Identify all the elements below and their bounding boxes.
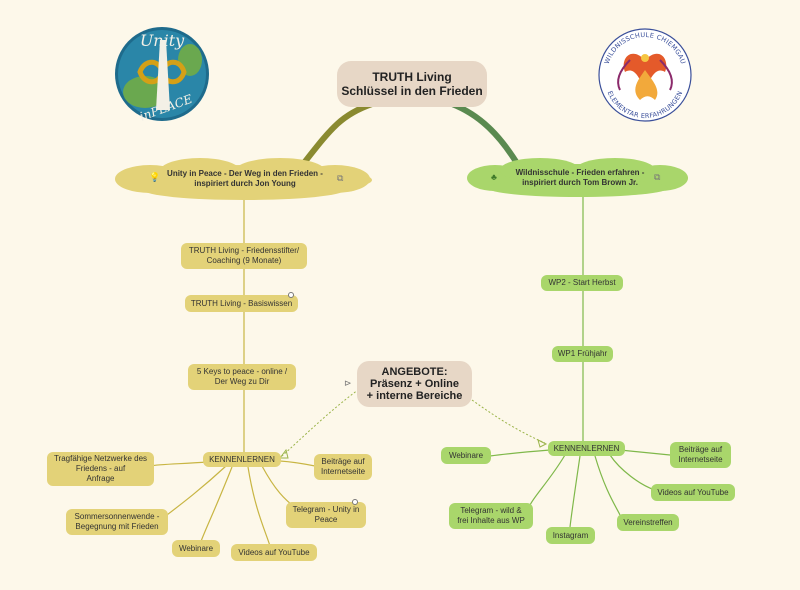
wild-item-telegram[interactable]: Telegram - wild & frei Inhalte aus WP: [449, 503, 533, 529]
wild-item-youtube[interactable]: Videos auf YouTube: [651, 484, 735, 501]
unity-item-webinare[interactable]: Webinare: [172, 540, 220, 557]
node-label: KENNENLERNEN: [553, 443, 620, 453]
branch-left: [297, 101, 373, 170]
node-label: Beiträge auf: [321, 457, 365, 466]
node-label: Vereinstreffen: [623, 517, 673, 527]
node-label: 5 Keys to peace - online /: [196, 367, 288, 376]
node-label: TRUTH Living - Friedensstifter/: [188, 246, 300, 255]
svg-text:Unity: Unity: [140, 31, 185, 50]
node-label: Internetseite: [678, 455, 723, 464]
unity-item-youtube[interactable]: Videos auf YouTube: [231, 544, 317, 561]
unity-item-beitraege[interactable]: Beiträge auf Internetseite: [314, 454, 372, 480]
branch-right: [450, 101, 523, 170]
wild-title-line2: inspiriert durch Tom Brown Jr.: [522, 178, 638, 187]
node-label: Internetseite: [320, 467, 366, 476]
unity-branch-node[interactable]: Unity in Peace - Der Weg in den Frieden …: [140, 166, 350, 192]
wild-child-wp1[interactable]: WP1 Frühjahr: [552, 346, 613, 362]
node-label: Anfrage: [86, 474, 115, 483]
node-label: Tragfähige Netzwerke des: [53, 454, 148, 463]
note-pin-icon: [352, 499, 358, 505]
unity-title-line2: inspiriert durch Jon Young: [194, 179, 296, 188]
center-title-line1: TRUTH Living: [372, 70, 452, 84]
center-node[interactable]: TRUTH Living Schlüssel in den Frieden: [337, 61, 487, 107]
external-link-icon[interactable]: ⧉: [654, 172, 661, 182]
node-label: Videos auf YouTube: [657, 487, 729, 497]
unity-kennenlernen[interactable]: KENNENLERNEN: [203, 452, 281, 467]
node-label: TRUTH Living - Basiswissen: [190, 298, 293, 308]
node-label: WP1 Frühjahr: [557, 349, 608, 358]
wild-item-beitraege[interactable]: Beiträge auf Internetseite: [670, 442, 731, 468]
node-label: KENNENLERNEN: [209, 454, 275, 464]
node-label: Telegram - wild &: [460, 506, 522, 515]
play-icon: ⊳: [344, 378, 352, 388]
node-label: Webinare: [178, 543, 214, 553]
wild-kennenlernen[interactable]: KENNENLERNEN: [548, 441, 625, 456]
wild-child-wp2[interactable]: WP2 - Start Herbst: [541, 275, 623, 291]
wild-branch-node[interactable]: Wildnisschule - Frieden erfahren - inspi…: [500, 165, 660, 191]
unity-child-basiswissen[interactable]: TRUTH Living - Basiswissen: [185, 295, 298, 312]
unity-item-telegram[interactable]: Telegram - Unity in Peace: [286, 502, 366, 528]
node-label: ANGEBOTE:: [381, 366, 448, 378]
node-label: + interne Bereiche: [366, 390, 463, 402]
note-pin-icon: [288, 292, 294, 298]
unity-child-friedensstifter[interactable]: TRUTH Living - Friedensstifter/ Coaching…: [181, 243, 307, 269]
node-label: Sommersonnenwende -: [74, 512, 160, 521]
lightbulb-icon: 💡: [149, 172, 161, 182]
node-label: WP2 - Start Herbst: [548, 278, 616, 287]
node-label: Peace: [314, 515, 338, 524]
node-label: Coaching (9 Monate): [206, 256, 282, 265]
unity-item-sommersonnenwende[interactable]: Sommersonnenwende - Begegnung mit Friede…: [66, 509, 168, 535]
node-label: Beiträge auf: [678, 445, 723, 454]
wild-item-instagram[interactable]: Instagram: [546, 527, 595, 544]
node-label: Webinare: [448, 450, 484, 460]
wild-title-line1: Wildnisschule - Frieden erfahren -: [515, 168, 645, 177]
logo-text-unity: Unity: [140, 31, 185, 50]
unity-in-peace-logo: Unity inPEACE: [115, 27, 209, 124]
external-link-icon[interactable]: ⧉: [337, 173, 344, 183]
unity-title-line1: Unity in Peace - Der Weg in den Frieden …: [167, 169, 323, 178]
tree-icon: ♣: [491, 172, 497, 182]
wildnisschule-logo: WILDNISSCHULE CHIEMGAU ELEMENTAR ERFAHRU…: [598, 28, 692, 122]
node-label: frei Inhalte aus WP: [457, 516, 525, 525]
node-label: Begegnung mit Frieden: [75, 522, 159, 531]
unity-item-netzwerke[interactable]: Tragfähige Netzwerke des Friedens - auf …: [47, 452, 154, 486]
unity-cloud-shape: [115, 158, 372, 200]
node-label: Telegram - Unity in: [292, 505, 360, 514]
node-label: Der Weg zu Dir: [214, 377, 270, 386]
wild-item-webinare[interactable]: Webinare: [441, 447, 491, 464]
wild-cloud-shape: [467, 158, 688, 197]
node-label: Instagram: [552, 530, 589, 540]
node-label: Friedens - auf: [75, 464, 126, 473]
wild-item-vereinstreffen[interactable]: Vereinstreffen: [617, 514, 679, 531]
node-label: Videos auf YouTube: [238, 547, 310, 557]
center-title-line2: Schlüssel in den Frieden: [341, 84, 483, 98]
node-label: Präsenz + Online: [370, 378, 459, 390]
angebote-node[interactable]: ANGEBOTE: Präsenz + Online + interne Ber…: [357, 361, 472, 407]
unity-child-5keys[interactable]: 5 Keys to peace - online / Der Weg zu Di…: [188, 364, 296, 390]
